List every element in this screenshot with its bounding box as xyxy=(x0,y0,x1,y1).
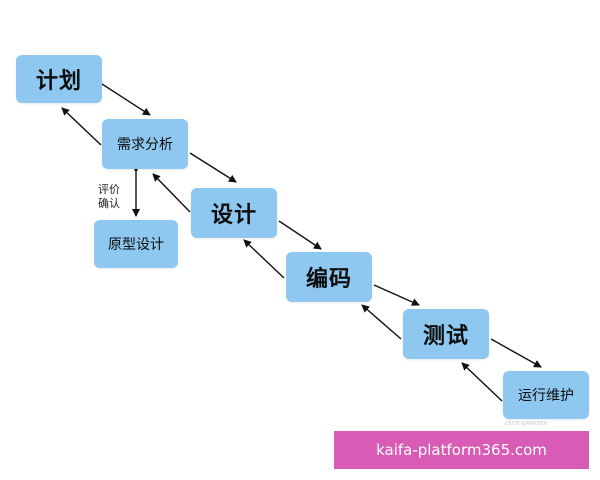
node-coding-label: 编码 xyxy=(305,267,352,292)
eval-label-line1: 评价 xyxy=(98,183,120,196)
node-testing: 测试 xyxy=(403,309,489,359)
watermark: CSDN @ANRDEV xyxy=(505,421,547,427)
arrow-operations-to-testing xyxy=(461,362,503,402)
node-operations-maintenance: 运行维护 xyxy=(503,371,589,419)
arrow-coding-to-design xyxy=(243,239,285,279)
arrow-design-to-coding xyxy=(278,220,322,250)
eval-label-line2: 确认 xyxy=(98,197,120,210)
arrow-plan-to-requirements xyxy=(101,83,151,116)
node-plan-label: 计划 xyxy=(35,69,82,94)
website-banner[interactable]: kaifa-platform365.com xyxy=(334,431,589,469)
node-requirements-label: 需求分析 xyxy=(117,137,173,153)
arrow-coding-to-testing xyxy=(373,284,420,306)
node-coding: 编码 xyxy=(286,252,372,302)
node-plan: 计划 xyxy=(16,55,102,103)
node-requirements-analysis: 需求分析 xyxy=(102,119,188,169)
arrow-design-to-requirements xyxy=(152,173,191,213)
node-design-label: 设计 xyxy=(210,203,257,228)
arrow-requirements-to-plan xyxy=(61,107,102,146)
node-prototype-design: 原型设计 xyxy=(94,220,178,268)
arrow-testing-to-coding xyxy=(361,304,402,340)
arrow-testing-to-operations xyxy=(490,338,542,368)
node-testing-label: 测试 xyxy=(422,324,469,349)
evaluation-confirmation-label: 评价 确认 xyxy=(98,183,128,211)
banner-text: kaifa-platform365.com xyxy=(376,441,547,459)
node-prototype-label: 原型设计 xyxy=(108,237,164,253)
node-operations-label: 运行维护 xyxy=(518,388,574,404)
arrow-requirements-to-design xyxy=(189,152,237,183)
node-design: 设计 xyxy=(191,188,277,238)
